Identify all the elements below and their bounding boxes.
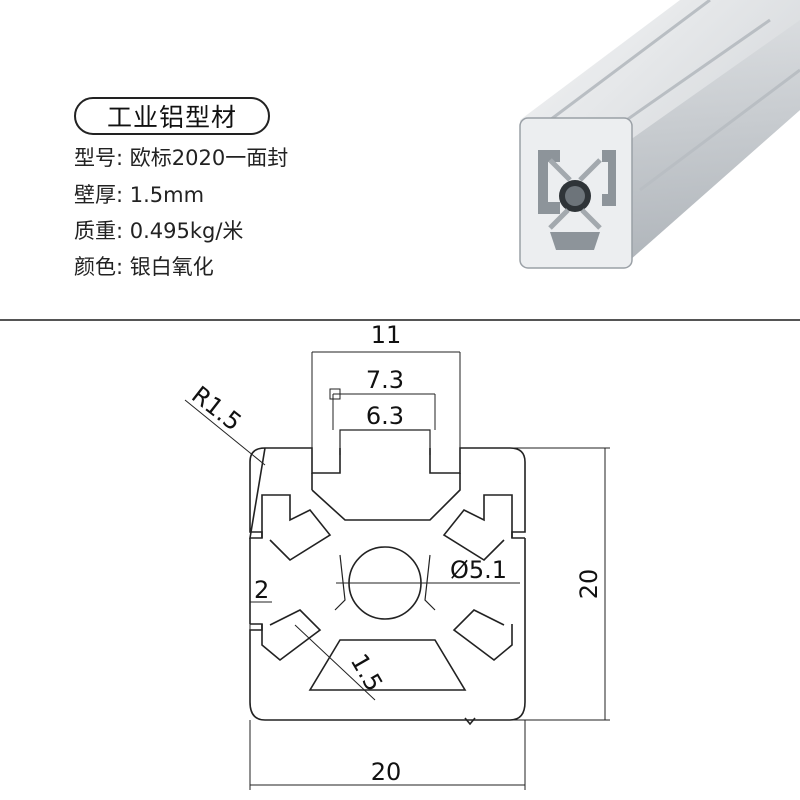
dim-wall-thickness: 1.5 [345, 649, 388, 696]
product-title: 工业铝型材 [74, 97, 270, 135]
dim-slot-inner: 6.3 [366, 402, 404, 430]
cross-section-drawing: 11 7.3 6.3 R1.5 Ø5.1 20 20 2 1.5 [184, 321, 610, 790]
dim-slot-outer: 7.3 [366, 366, 404, 394]
spec-color: 颜色: 银白氧化 [74, 255, 214, 279]
profile-photo [519, 0, 800, 269]
spec-weight: 质重: 0.495kg/米 [74, 219, 244, 243]
dim-hole-diameter: Ø5.1 [450, 556, 507, 584]
section-divider [0, 319, 800, 321]
dim-corner-radius: R1.5 [186, 381, 246, 437]
dim-top-width: 11 [371, 321, 402, 349]
spec-wall-thickness: 壁厚: 1.5mm [74, 183, 205, 207]
dim-height: 20 [575, 569, 603, 600]
product-header: 工业铝型材 型号: 欧标2020一面封 壁厚: 1.5mm 质重: 0.495k… [0, 0, 800, 320]
dim-wall-left: 2 [254, 576, 269, 604]
spec-model: 型号: 欧标2020一面封 [74, 146, 289, 170]
dim-width: 20 [371, 758, 402, 786]
